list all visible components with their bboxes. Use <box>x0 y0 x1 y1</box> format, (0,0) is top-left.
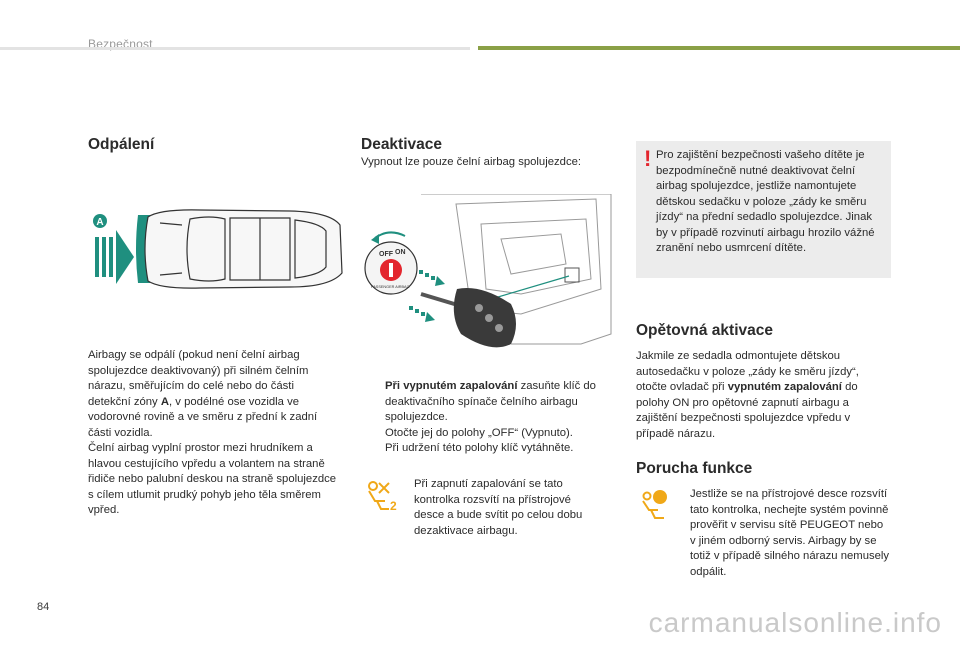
step-3: Při udržení této polohy klíč vytáhněte. <box>385 442 574 454</box>
switch-ring-label: PASSENGER AIRBAG <box>371 285 410 289</box>
heading-deployment: Odpálení <box>88 136 155 153</box>
car-outline-icon <box>144 209 343 289</box>
safety-notice-text: Pro zajištění bezpečnosti vašeho dítěte … <box>656 149 875 254</box>
airbag-fault-icon <box>638 488 670 520</box>
exclamation-icon: ! <box>644 146 652 171</box>
heading-malfunction: Porucha funkce <box>636 460 753 477</box>
step-2: Otočte jej do polohy „OFF“ (Vypnuto). <box>385 426 573 439</box>
car-zone-illustration: A <box>90 205 350 293</box>
key-icon <box>420 288 516 348</box>
deactivation-steps: Při vypnutém zapalování zasuňte klíč do … <box>361 379 616 457</box>
airbag-off-warning-text: Při zapnutí zapalování se tato kontrolka… <box>414 478 583 537</box>
switch-on-label: ON <box>395 249 406 256</box>
header-rule-green <box>478 46 960 50</box>
deactivation-intro: Vypnout lze pouze čelní airbag spolujezd… <box>361 156 582 168</box>
step-1: Při vypnutém zapalování zasuňte klíč do … <box>385 380 596 423</box>
deployment-paragraph-1: Airbagy se odpálí (pokud není čelní airb… <box>88 349 318 439</box>
safety-notice-box <box>636 141 891 278</box>
key-switch-illustration: OFF ON PASSENGER AIRBAG <box>361 193 616 359</box>
deployment-paragraph-2: Čelní airbag vyplní prostor mezi hrudník… <box>88 442 337 516</box>
page-number: 84 <box>37 601 50 613</box>
impact-arrows <box>95 230 134 284</box>
heading-deactivation: Deaktivace <box>361 136 443 153</box>
heading-reactivation: Opětovná aktivace <box>636 322 773 339</box>
zone-label-badge <box>93 214 107 228</box>
malfunction-text: Jestliže se na přístrojové desce rozsvít… <box>690 488 890 578</box>
switch-off-label: OFF <box>379 251 394 258</box>
deployment-text: Airbagy se odpálí (pokud není čelní airb… <box>88 348 338 519</box>
reactivation-text: Jakmile ze sedadla odmontujete dětskou a… <box>636 350 859 440</box>
warning-icon-digit: 2 <box>390 499 397 513</box>
watermark: carmanualsonline.info <box>648 607 942 638</box>
zone-label-text: A <box>96 217 103 228</box>
insert-arrows-icon <box>409 270 445 322</box>
key-slot <box>389 263 393 277</box>
airbag-off-warning-icon: 2 <box>363 479 397 513</box>
header-rule-gray <box>0 47 470 50</box>
